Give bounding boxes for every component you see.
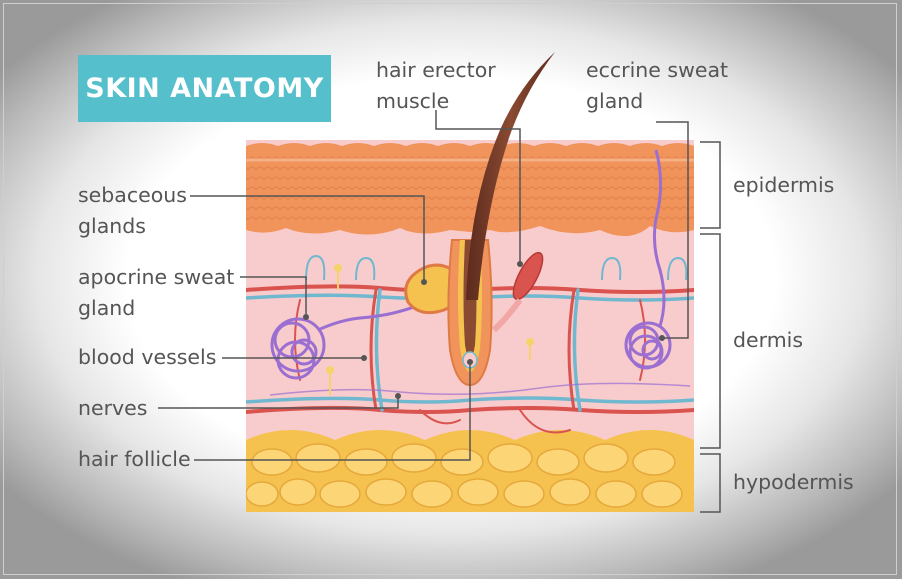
hair-erector-muscle [512,251,544,301]
nerve-fiber [269,382,691,396]
dermal-papillae [305,254,688,281]
label-apocrine-sweat-gland: apocrine sweat gland [78,265,235,320]
label-hypodermis: hypodermis [733,470,854,494]
fat-cells [246,443,683,508]
hair-shaft [466,52,555,300]
leader-lines [158,110,689,461]
label-eccrine-sweat-gland: eccrine sweat gland [586,58,729,113]
title-banner: SKIN ANATOMY [78,55,331,122]
eccrine-gland-coil [624,149,672,370]
label-nerves: nerves [78,396,148,420]
label-dermis: dermis [733,328,804,352]
label-sebaceous-glands: sebaceous glands [78,183,187,238]
label-blood-vessels: blood vessels [78,345,217,369]
label-hair-erector-muscle: hair erector muscle [376,58,496,113]
leader-dots [303,261,665,399]
label-hair-follicle: hair follicle [78,447,191,471]
label-epidermis: epidermis [733,173,835,197]
page-title: SKIN ANATOMY [85,73,324,104]
nerve-endings [326,264,534,395]
layer-brackets [700,141,721,513]
